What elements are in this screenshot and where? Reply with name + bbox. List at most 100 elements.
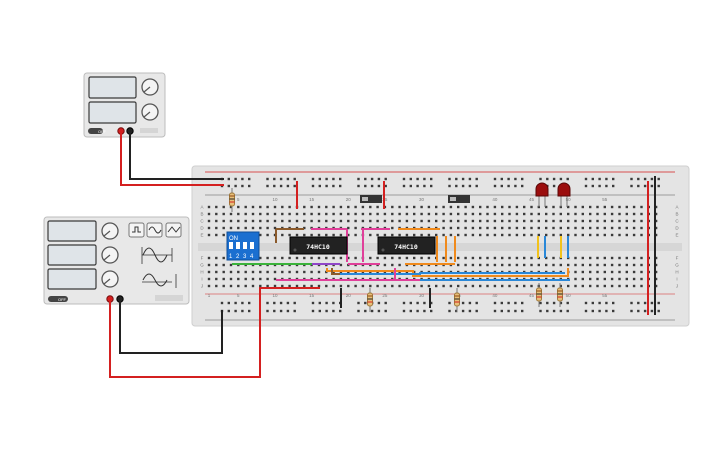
breadboard-hole[interactable] [612, 309, 615, 313]
breadboard-hole[interactable] [427, 219, 431, 223]
breadboard-hole[interactable] [584, 177, 588, 181]
breadboard-hole[interactable] [455, 309, 458, 313]
breadboard-hole[interactable] [598, 184, 601, 188]
breadboard-hole[interactable] [596, 219, 599, 223]
breadboard-hole[interactable] [391, 212, 394, 216]
breadboard-hole[interactable] [475, 184, 478, 188]
breadboard-hole[interactable] [391, 226, 394, 230]
breadboard-hole[interactable] [405, 205, 409, 209]
breadboard-hole[interactable] [376, 284, 379, 288]
breadboard-hole[interactable] [546, 177, 549, 181]
breadboard-hole[interactable] [493, 219, 497, 223]
breadboard-hole[interactable] [303, 212, 306, 216]
breadboard-hole[interactable] [552, 301, 556, 305]
breadboard-hole[interactable] [391, 263, 394, 267]
breadboard-hole[interactable] [286, 309, 290, 313]
breadboard-hole[interactable] [310, 284, 313, 288]
breadboard-hole[interactable] [610, 219, 614, 223]
breadboard-hole[interactable] [332, 177, 335, 181]
breadboard-hole[interactable] [618, 226, 621, 230]
breadboard-hole[interactable] [598, 301, 601, 305]
breadboard-hole[interactable] [332, 284, 335, 288]
breadboard-hole[interactable] [237, 205, 240, 209]
breadboard-hole[interactable] [640, 212, 643, 216]
breadboard-hole[interactable] [603, 205, 606, 209]
breadboard-hole[interactable] [501, 212, 504, 216]
breadboard-hole[interactable] [530, 205, 533, 209]
breadboard-hole[interactable] [325, 301, 328, 305]
breadboard-hole[interactable] [279, 309, 283, 313]
breadboard-hole[interactable] [589, 205, 592, 209]
breadboard-hole[interactable] [581, 277, 584, 281]
breadboard-hole[interactable] [295, 233, 299, 237]
breadboard-hole[interactable] [545, 212, 548, 216]
resistor[interactable] [536, 283, 542, 307]
breadboard-hole[interactable] [442, 212, 445, 216]
breadboard-hole[interactable] [574, 263, 577, 267]
breadboard-hole[interactable] [457, 263, 460, 267]
breadboard-hole[interactable] [464, 263, 467, 267]
breadboard-hole[interactable] [508, 212, 511, 216]
breadboard-hole[interactable] [566, 177, 569, 181]
breadboard-hole[interactable] [508, 219, 511, 223]
breadboard-hole[interactable] [625, 263, 628, 267]
breadboard-hole[interactable] [493, 284, 497, 288]
breadboard-hole[interactable] [552, 309, 556, 313]
breadboard-hole[interactable] [442, 205, 445, 209]
breadboard-hole[interactable] [273, 226, 277, 230]
breadboard-hole[interactable] [471, 205, 475, 209]
breadboard-hole[interactable] [273, 301, 276, 305]
breadboard-hole[interactable] [391, 256, 394, 260]
breadboard-hole[interactable] [354, 284, 357, 288]
breadboard-hole[interactable] [574, 226, 577, 230]
breadboard-hole[interactable] [479, 219, 482, 223]
breadboard-hole[interactable] [591, 301, 594, 305]
breadboard-hole[interactable] [416, 184, 419, 188]
breadboard-hole[interactable] [339, 256, 343, 260]
breadboard-hole[interactable] [471, 263, 475, 267]
breadboard-hole[interactable] [610, 212, 614, 216]
breadboard-hole[interactable] [545, 219, 548, 223]
breadboard-hole[interactable] [501, 233, 504, 237]
breadboard-hole[interactable] [507, 177, 510, 181]
breadboard-hole[interactable] [559, 212, 562, 216]
breadboard-hole[interactable] [486, 263, 489, 267]
breadboard-hole[interactable] [493, 301, 497, 305]
breadboard-hole[interactable] [227, 301, 230, 305]
breadboard-hole[interactable] [475, 177, 478, 181]
breadboard-hole[interactable] [266, 256, 269, 260]
breadboard-hole[interactable] [273, 177, 276, 181]
breadboard-hole[interactable] [552, 212, 555, 216]
power-supply-black-wire[interactable] [129, 131, 224, 180]
breadboard-hole[interactable] [273, 270, 277, 274]
breadboard-hole[interactable] [625, 212, 628, 216]
breadboard-hole[interactable] [618, 270, 621, 274]
breadboard-hole[interactable] [405, 256, 409, 260]
breadboard-hole[interactable] [279, 177, 283, 181]
function-generator-red-wire[interactable] [109, 287, 320, 378]
breadboard-hole[interactable] [295, 284, 299, 288]
breadboard-hole[interactable] [207, 212, 211, 216]
breadboard-hole[interactable] [413, 256, 416, 260]
breadboard-hole[interactable] [574, 205, 577, 209]
breadboard-hole[interactable] [442, 256, 445, 260]
breadboard-hole[interactable] [530, 284, 533, 288]
breadboard-hole[interactable] [521, 177, 524, 181]
breadboard-hole[interactable] [501, 263, 504, 267]
breadboard-hole[interactable] [420, 233, 423, 237]
breadboard-hole[interactable] [514, 309, 517, 313]
breadboard-hole[interactable] [618, 263, 621, 267]
breadboard-hole[interactable] [545, 284, 548, 288]
board-wires[interactable] [232, 176, 656, 315]
breadboard-hole[interactable] [598, 177, 601, 181]
breadboard-hole[interactable] [657, 301, 660, 305]
breadboard-hole[interactable] [581, 284, 584, 288]
breadboard-hole[interactable] [630, 309, 633, 313]
breadboard-hole[interactable] [448, 309, 451, 313]
breadboard-hole[interactable] [567, 233, 570, 237]
breadboard-hole[interactable] [266, 301, 269, 305]
breadboard-hole[interactable] [288, 205, 291, 209]
breadboard-hole[interactable] [457, 256, 460, 260]
breadboard-hole[interactable] [589, 212, 592, 216]
breadboard-hole[interactable] [339, 184, 342, 188]
